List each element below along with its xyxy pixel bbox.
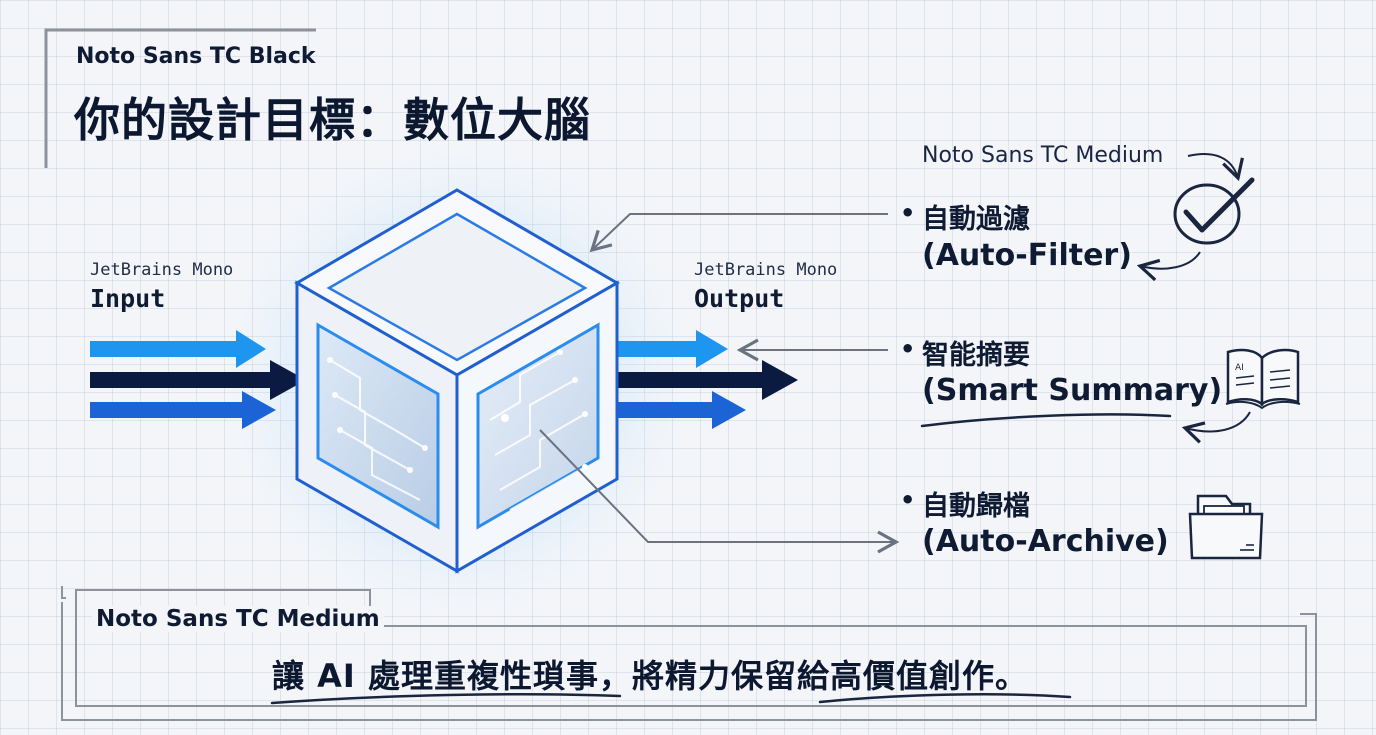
cube-left-window bbox=[316, 322, 440, 530]
connector-auto-archive bbox=[539, 429, 900, 554]
feature-auto-archive-zh: 自動歸檔 bbox=[922, 491, 1030, 522]
feature-bullet: • bbox=[900, 335, 916, 363]
feature-bullet: • bbox=[900, 486, 916, 514]
feature-auto-filter-zh: 自動過濾 bbox=[922, 204, 1030, 235]
input-arrow-light bbox=[90, 330, 266, 368]
folder-icon bbox=[1188, 494, 1264, 560]
checkmark-circle-icon bbox=[1173, 177, 1255, 245]
smart-summary-underline bbox=[920, 413, 1172, 428]
cube bbox=[294, 188, 620, 574]
output-arrows bbox=[618, 330, 798, 429]
output-font-label: JetBrains Mono bbox=[694, 260, 838, 280]
connectors bbox=[539, 213, 900, 554]
input-arrows bbox=[90, 330, 306, 429]
input-arrow-dark bbox=[90, 360, 306, 400]
input-font-label: JetBrains Mono bbox=[90, 260, 234, 280]
feature-smart-summary-zh: 智能摘要 bbox=[922, 340, 1030, 371]
feature-smart-summary-en: (Smart Summary) bbox=[922, 373, 1223, 408]
input-arrow-mid bbox=[90, 391, 276, 429]
output-label: Output bbox=[694, 284, 785, 313]
features-font-label: Noto Sans TC Medium bbox=[922, 143, 1164, 168]
feature-auto-archive-en: (Auto-Archive) bbox=[922, 524, 1169, 559]
output-arrow-dark bbox=[618, 360, 798, 400]
bottom-frame bbox=[61, 586, 1317, 721]
title-font-label: Noto Sans TC Black bbox=[76, 44, 316, 69]
output-arrow-light bbox=[618, 330, 728, 368]
bottom-font-label: Noto Sans TC Medium bbox=[92, 606, 384, 632]
bottom-underlines bbox=[270, 692, 1072, 705]
feature-auto-filter-en: (Auto-Filter) bbox=[922, 238, 1132, 273]
connector-auto-filter bbox=[589, 213, 888, 253]
svg-text:AI: AI bbox=[1235, 363, 1244, 373]
open-book-icon: AI bbox=[1225, 348, 1301, 410]
feature-bullet: • bbox=[900, 199, 916, 227]
bottom-tagline: 讓 AI 處理重複性瑣事，將精力保留給高價值創作。 bbox=[272, 657, 1028, 695]
sketch-arrow-top bbox=[1187, 153, 1244, 182]
title-bracket bbox=[44, 28, 316, 168]
sketch-arrow-summary bbox=[1181, 411, 1251, 444]
page-title: 你的設計目標：數位大腦 bbox=[74, 93, 591, 147]
sketch-arrows bbox=[1136, 153, 1251, 444]
output-arrow-mid bbox=[618, 391, 746, 429]
cube-right-window bbox=[476, 322, 600, 530]
sketch-arrow-filter bbox=[1136, 251, 1201, 282]
input-label: Input bbox=[90, 284, 166, 313]
